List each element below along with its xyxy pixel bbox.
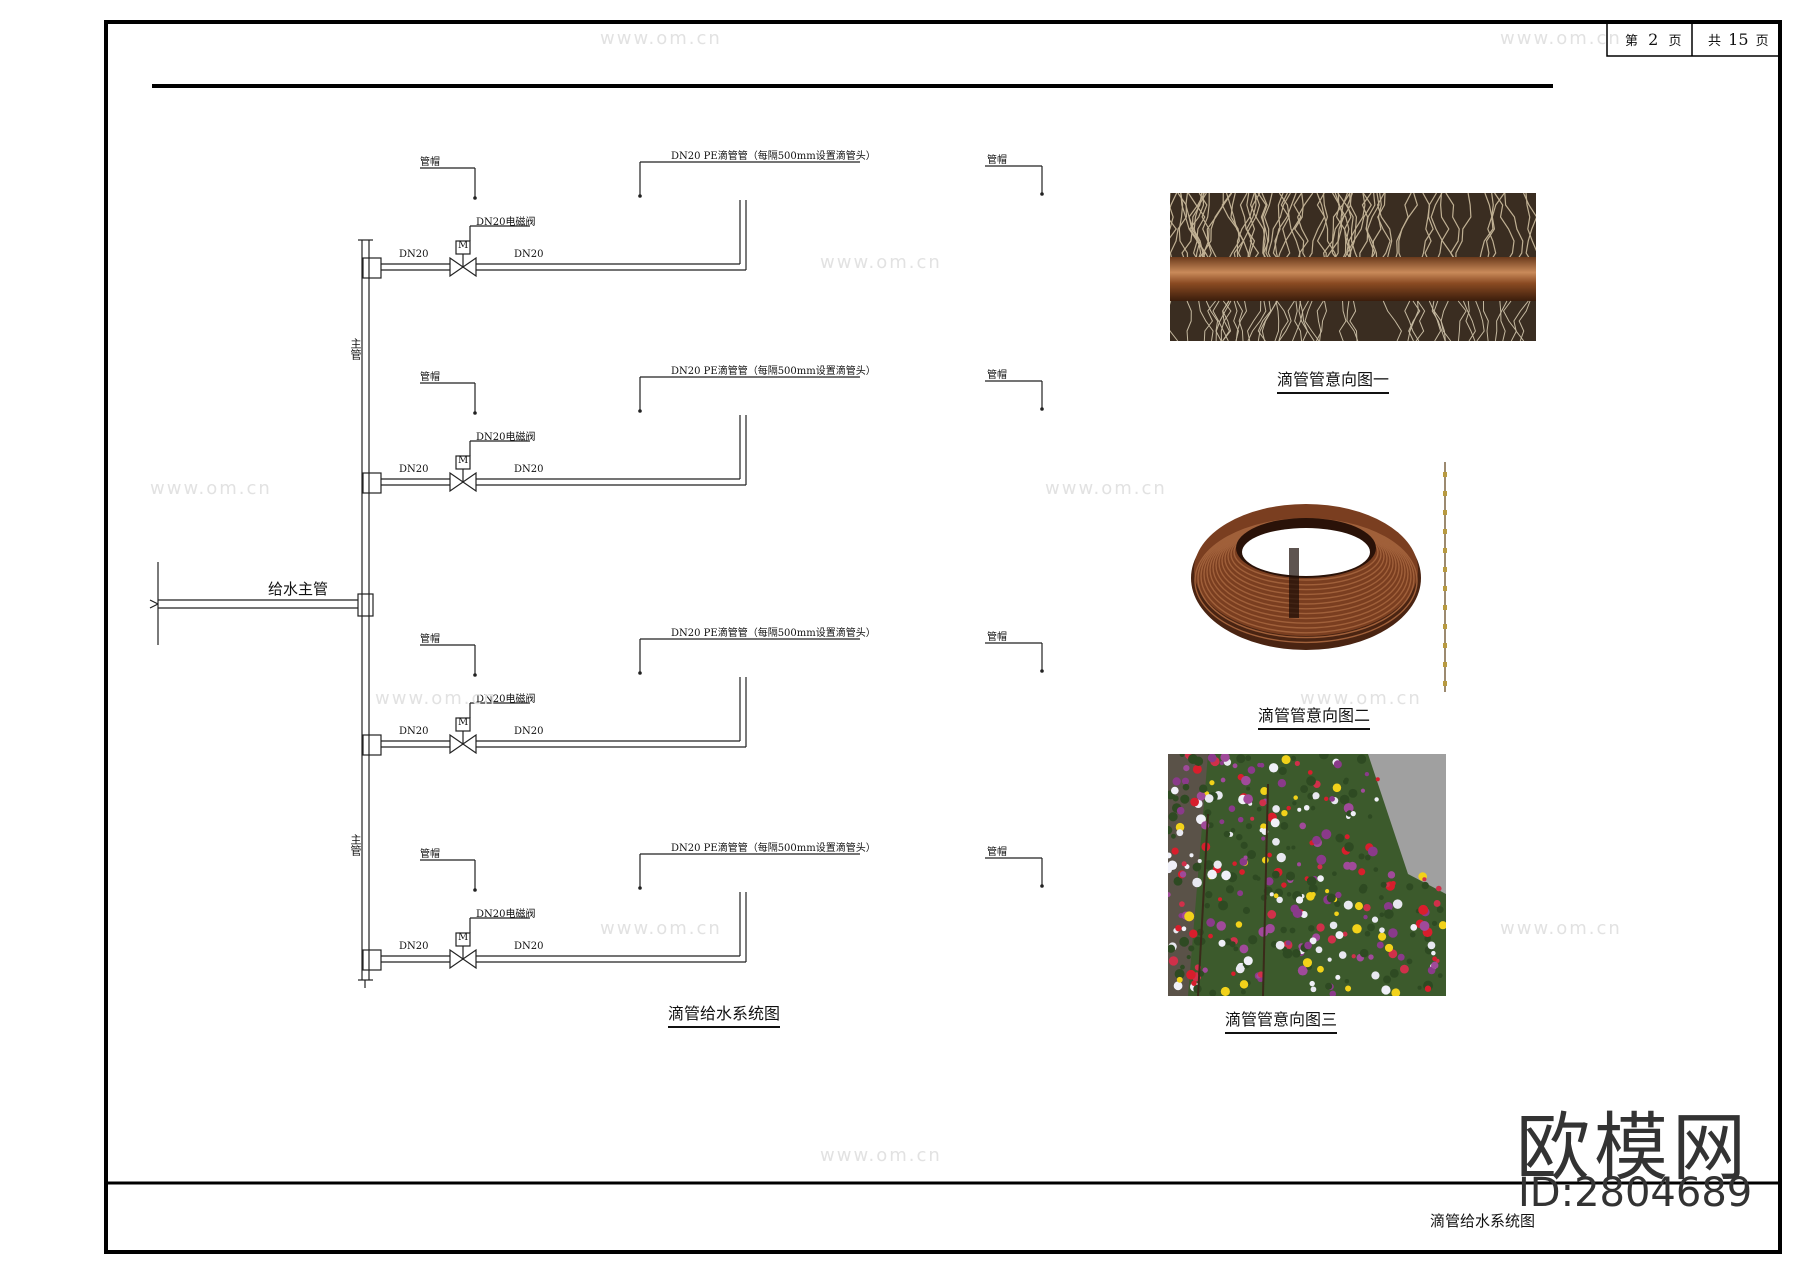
intent-image-3 — [1168, 754, 1446, 996]
valve-actuator — [455, 717, 471, 732]
intent-image-3-caption: 滴管管意向图三 — [1225, 1006, 1338, 1034]
page-number-box — [1606, 21, 1780, 57]
page-label: 第 2 页 — [1625, 30, 1682, 49]
watermark-url: www.om.cn — [820, 1145, 942, 1166]
diagram-title: 滴管给水系统图 — [668, 1000, 781, 1028]
watermark-id: ID:2804689 — [1518, 1170, 1753, 1216]
watermark-url: www.om.cn — [1045, 478, 1167, 499]
branch-cap-left-label: 管帽 — [420, 157, 440, 168]
solenoid-valve — [449, 256, 477, 278]
valve-actuator — [455, 455, 471, 470]
branch-cap-right-label: 管帽 — [987, 370, 1007, 381]
branch-dn-out-label: DN20 — [514, 464, 544, 475]
branch-cap-right-label: 管帽 — [987, 847, 1007, 858]
watermark-url: www.om.cn — [1300, 688, 1422, 709]
branch-dn-out-label: DN20 — [514, 249, 544, 260]
branch-1 — [362, 161, 1044, 279]
watermark-url: www.om.cn — [600, 28, 722, 49]
branch-cap-left-label: 管帽 — [420, 634, 440, 645]
branch-valve-symbol: M — [458, 717, 469, 728]
solenoid-valve — [449, 471, 477, 493]
watermark-url: www.om.cn — [1500, 918, 1622, 939]
branch-drip-pipe-label: DN20 PE滴管管（每隔500mm设置滴管头） — [671, 843, 876, 854]
branch-valve-label: DN20电磁阀 — [476, 432, 536, 443]
main-supply-label: 给水主管 — [268, 580, 329, 598]
intent-image-1 — [1170, 193, 1536, 341]
branch-drip-pipe-label: DN20 PE滴管管（每隔500mm设置滴管头） — [671, 366, 876, 377]
branch-dn-in-label: DN20 — [399, 726, 429, 737]
riser-pipe — [358, 239, 373, 988]
page-current: 2 — [1648, 30, 1659, 49]
branch-drip-pipe-label: DN20 PE滴管管（每隔500mm设置滴管头） — [671, 151, 876, 162]
watermark-url: www.om.cn — [820, 252, 942, 273]
branch-valve-symbol: M — [458, 455, 469, 466]
intent-image-2-caption: 滴管管意向图二 — [1258, 702, 1371, 730]
intent-image-2 — [1186, 478, 1426, 656]
branch-4 — [362, 853, 1044, 971]
outer-frame — [104, 20, 1782, 1254]
branch-cap-right-label: 管帽 — [987, 632, 1007, 643]
main-supply-pipe — [149, 562, 374, 645]
valve-actuator — [455, 932, 471, 947]
branch-cap-left-label: 管帽 — [420, 372, 440, 383]
solenoid-valve — [449, 948, 477, 970]
branch-2 — [362, 376, 1044, 494]
branch-valve-label: DN20电磁阀 — [476, 217, 536, 228]
watermark-url: www.om.cn — [1500, 28, 1622, 49]
branch-valve-symbol: M — [458, 932, 469, 943]
main-pipe-label-upper: 主管 — [349, 338, 362, 360]
footer-drawing-name: 滴管给水系统图 — [1430, 1212, 1536, 1230]
watermark-brand: 欧模网 — [1516, 1105, 1750, 1191]
branch-dn-in-label: DN20 — [399, 941, 429, 952]
branch-dn-out-label: DN20 — [514, 726, 544, 737]
solenoid-valve — [449, 733, 477, 755]
branch-drip-pipe-label: DN20 PE滴管管（每隔500mm设置滴管头） — [671, 628, 876, 639]
drip-pipe-strip — [1443, 462, 1447, 692]
branch-cap-left-label: 管帽 — [420, 849, 440, 860]
branch-cap-right-label: 管帽 — [987, 155, 1007, 166]
watermark-url: www.om.cn — [375, 688, 497, 709]
intent-image-1-caption: 滴管管意向图一 — [1277, 366, 1390, 394]
branch-valve-symbol: M — [458, 240, 469, 251]
watermark-url: www.om.cn — [150, 478, 272, 499]
branch-valve-label: DN20电磁阀 — [476, 909, 536, 920]
branch-valve-label: DN20电磁阀 — [476, 694, 536, 705]
main-pipe-label-lower: 主管 — [349, 834, 362, 856]
valve-actuator — [455, 240, 471, 255]
branch-dn-in-label: DN20 — [399, 249, 429, 260]
page-total-label: 共 15 页 — [1708, 30, 1769, 49]
branch-dn-out-label: DN20 — [514, 941, 544, 952]
watermark-url: www.om.cn — [600, 918, 722, 939]
branch-3 — [362, 638, 1044, 756]
branch-dn-in-label: DN20 — [399, 464, 429, 475]
page-total: 15 — [1728, 30, 1749, 49]
